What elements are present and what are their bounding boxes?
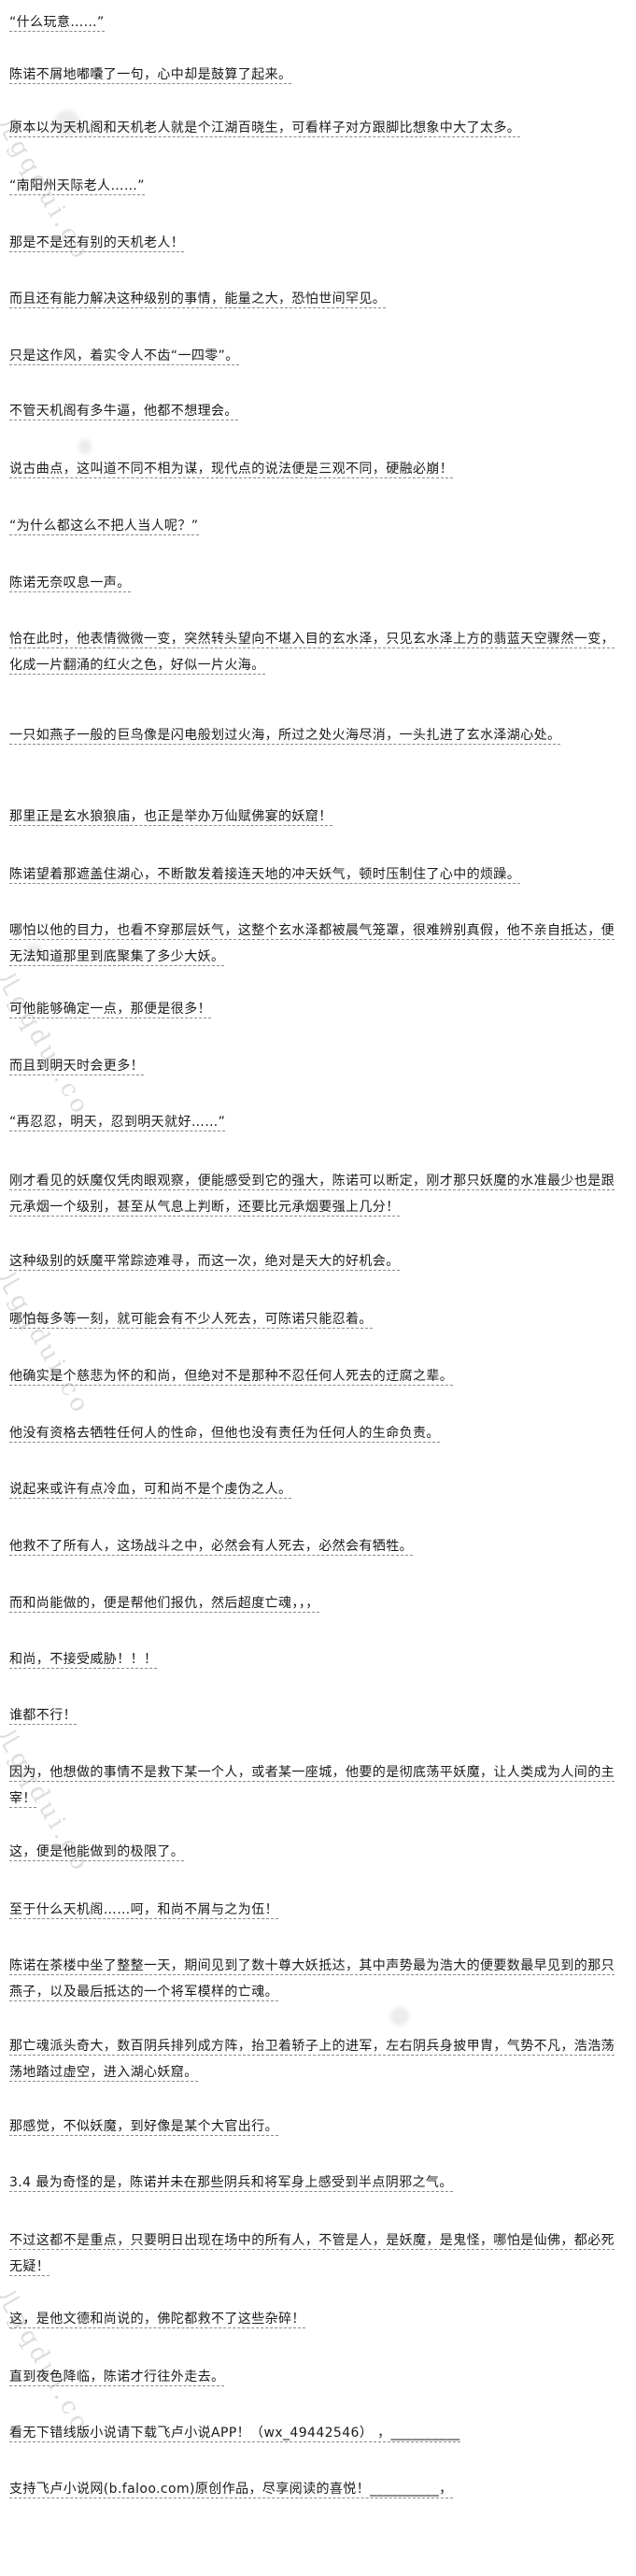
paragraph: 陈诺在茶楼中坐了整整一天，期间见到了数十尊大妖抵达，其中声势最为浩大的便要数最早… [9, 1958, 615, 2001]
watermark: ㄦgqdui.co [0, 2283, 96, 2439]
paragraph: 那是不是还有别的天机老人！ [9, 235, 185, 252]
paragraph: 直到夜色降临，陈诺才行往外走去。 [9, 2370, 225, 2386]
paragraph: 这，便是他能做到的极限了。 [9, 1844, 185, 1861]
paragraph: 支持飞卢小说网(b.faloo.com)原创作品，尽享阅读的喜悦！_______… [9, 2482, 453, 2498]
paragraph: 他没有资格去牺牲任何人的性命，但他也没有责任为任何人的生命负责。 [9, 1426, 440, 1443]
scan-smear [390, 2007, 409, 2026]
scan-smear [78, 439, 92, 454]
paragraph: 哪怕以他的目力，也看不穿那层妖气，这整个玄水泽都被晨气笼罩，很难辨别真假，他不亲… [9, 923, 615, 966]
paragraph: 和尚，不接受威胁！！！ [9, 1652, 158, 1669]
paragraph: 3.4 最为奇怪的是，陈诺并未在那些阴兵和将军身上感受到半点阴邪之气。 [9, 2175, 453, 2192]
paragraph: 而且还有能力解决这种级别的事情，能量之大，恐怕世间罕见。 [9, 292, 387, 308]
paragraph: 至于什么天机阁……呵，和尚不屑与之为伍！ [9, 1902, 278, 1919]
paragraph: 不管天机阁有多牛逼，他都不想理会。 [9, 404, 238, 420]
paragraph: “什么玩意……” [9, 15, 105, 32]
paragraph: 那里正是玄水狼狼庙，也正是举办万仙赋佛宴的妖窟！ [9, 809, 332, 826]
paragraph: 因为，他想做的事情不是救下某一个人，或者某一座城，他要的是彻底荡平妖魔，让人类成… [9, 1765, 615, 1808]
paragraph: 这种级别的妖魔平常踪迹难寻，而这一次，绝对是天大的好机会。 [9, 1254, 400, 1271]
scan-smear [54, 110, 80, 136]
paragraph: 谁都不行！ [9, 1708, 77, 1725]
paragraph: 说古曲点，这叫道不同不相为谋，现代点的说法便是三观不同，硬融必崩！ [9, 462, 454, 478]
paragraph: 那感觉，不似妖魔，到好像是某个大官出行。 [9, 2119, 278, 2136]
paragraph: 陈诺望着那遮盖住湖心，不断散发着接连天地的冲天妖气，顿时压制住了心中的烦躁。 [9, 867, 521, 884]
paragraph: 他救不了所有人，这场战斗之中，必然会有人死去，必然会有牺牲。 [9, 1539, 413, 1556]
scan-smear [26, 944, 43, 959]
paragraph: 说起来或许有点冷血，可和尚不是个虔伪之人。 [9, 1482, 292, 1499]
paragraph: 可他能够确定一点，那便是很多！ [9, 1002, 211, 1018]
paragraph: “南阳州天际老人……” [9, 178, 145, 195]
paragraph: 看无下错线版小说请下载飞卢小说APP！（wx_49442546） ，______… [9, 2426, 460, 2442]
paragraph: 陈诺不屑地嘟囔了一句，心中却是鼓算了起来。 [9, 67, 292, 84]
paragraph: 而和尚能做的，便是帮他们报仇，然后超度亡魂，，， [9, 1596, 319, 1613]
watermark: ㄦgqdui.co [0, 965, 96, 1121]
paragraph: 而且到明天时会更多！ [9, 1059, 144, 1075]
watermark: ㄦgqdui.co [0, 1264, 96, 1420]
paragraph: 恰在此时，他表情微微一变，突然转头望向不堪入目的玄水泽，只见玄水泽上方的翡蓝天空… [9, 632, 615, 675]
paragraph: “为什么都这么不把人当人呢？” [9, 519, 199, 535]
paragraph: 哪怕每多等一刻，就可能会有不少人死去，可陈诺只能忍着。 [9, 1312, 373, 1329]
paragraph: 陈诺无奈叹息一声。 [9, 576, 131, 592]
paragraph: 刚才看见的妖魔仅凭肉眼观察，便能感受到它的强大，陈诺可以断定，刚才那只妖魔的水准… [9, 1174, 615, 1217]
paragraph: 不过这都不是重点，只要明日出现在场中的所有人，不管是人，是妖魔，是鬼怪，哪怕是仙… [9, 2233, 615, 2276]
paragraph: 原本以为天机阁和天机老人就是个江湖百晓生，可看样子对方跟脚比想象中大了太多。 [9, 121, 521, 137]
paragraph: 这，是他文德和尚说的，佛陀都救不了这些杂碎！ [9, 2312, 305, 2328]
paragraph: 那亡魂派头奇大，数百阴兵排列成方阵，抬卫着轿子上的进军，左右阴兵身披甲胄，气势不… [9, 2039, 615, 2082]
paragraph: 他确实是个慈悲为怀的和尚，但绝对不是那种不忍任何人死去的迂腐之辈。 [9, 1369, 454, 1386]
paragraph: 只是这作风，着实令人不齿“一四零”。 [9, 349, 239, 365]
paragraph: “再忍忍，明天，忍到明天就好……” [9, 1115, 226, 1131]
paragraph: 一只如燕子一般的巨鸟像是闪电般划过火海，所过之处火海尽消，一头扎进了玄水泽湖心处… [9, 728, 561, 745]
